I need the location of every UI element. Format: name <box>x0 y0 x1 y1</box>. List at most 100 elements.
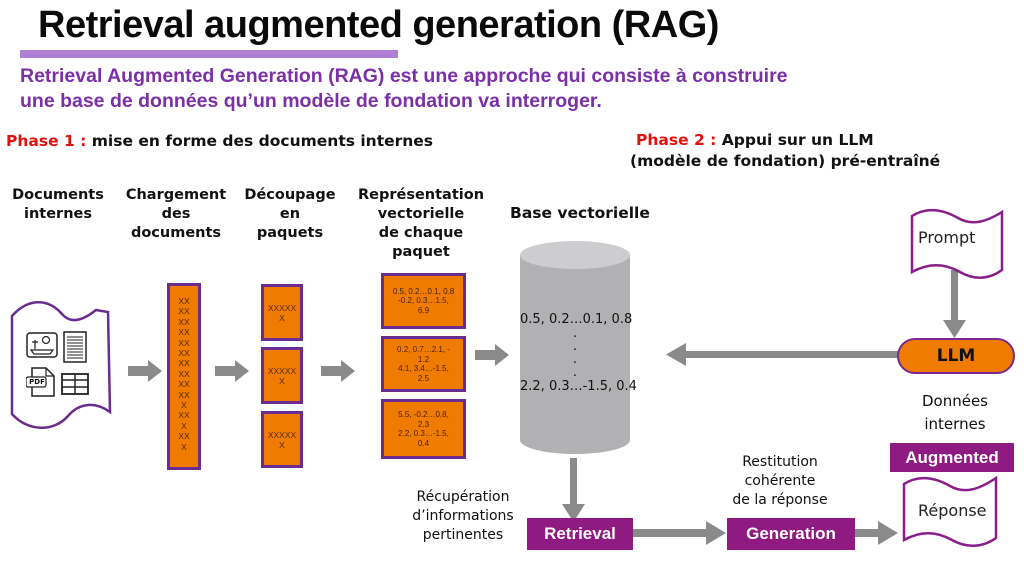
loaded-document-row: XX <box>178 389 190 400</box>
vector-db-row: 0.5, 0.2…0.1, 0.8 <box>520 312 633 327</box>
response-label: Réponse <box>918 501 987 520</box>
loaded-document-row: X <box>181 400 187 411</box>
loaded-document-row: XX <box>178 368 190 379</box>
vector-db-cylinder <box>520 241 630 454</box>
internal-data-label: Données internes <box>905 390 1005 436</box>
phase-2-text-line-2: (modèle de fondation) pré-entraîné <box>630 152 941 170</box>
arrow-chunking-to-vectors <box>321 360 355 382</box>
vector-line: -0.2, 0.3…1.5, <box>398 296 449 306</box>
vector-line: 2.3 <box>417 419 430 429</box>
llm-node[interactable]: LLM <box>897 338 1015 374</box>
prompt-flag <box>910 208 1004 279</box>
page-title: Retrieval augmented generation (RAG) <box>38 4 719 46</box>
chunk-text: X <box>279 375 285 386</box>
chunk-text: XXXXX <box>267 429 297 440</box>
subtitle-line-2: une base de données qu’un modèle de fond… <box>20 90 602 112</box>
loaded-document-row: XX <box>178 327 190 338</box>
pdf-label: PDF <box>29 378 45 386</box>
column-header-documents: Documents internes <box>8 186 108 224</box>
chunk-text: XXXXX <box>267 302 297 313</box>
vector-line: 0.2, 0.7…2.1, - <box>397 345 450 354</box>
phase-2-label: Phase 2 : <box>636 131 717 149</box>
vector-line: 1.2 <box>417 354 430 364</box>
loaded-document-row: XX <box>178 348 190 359</box>
title-underline <box>20 50 398 58</box>
column-header-chunking: Découpage en paquets <box>240 186 340 243</box>
subtitle-line-1: Retrieval Augmented Generation (RAG) est… <box>20 65 788 87</box>
loaded-document-row: XX <box>178 296 190 306</box>
phase-2-text-line-1: Appui sur un LLM <box>721 131 874 149</box>
vector-block: 0.2, 0.7…2.1, - 1.2 4.1, 3.4…-1.5, 2.5 <box>381 336 466 392</box>
loaded-document-row: XX <box>178 431 190 442</box>
retrieval-caption: Récupération d’informations pertinentes <box>404 488 522 545</box>
pdf-icon <box>26 367 55 397</box>
loaded-document-row: XX <box>178 316 190 327</box>
loaded-document-row: X <box>181 420 187 431</box>
column-header-line: documents <box>130 225 222 241</box>
arrow-loading-to-chunking <box>215 360 249 382</box>
arrow-documents-to-loading <box>128 360 162 382</box>
column-header-line: des <box>161 206 191 222</box>
column-header-line: en <box>279 206 301 222</box>
response-flag <box>902 475 998 547</box>
arrow-retrieval-to-generation <box>632 521 726 545</box>
phase-2-heading: Phase 2 : Appui sur un LLM (modèle de fo… <box>630 130 940 172</box>
vector-line: 2.2, 0.3…-1.5, <box>398 429 449 438</box>
llm-label: LLM <box>936 346 976 366</box>
phase-1-label: Phase 1 : <box>6 132 87 150</box>
document-icons: PDF <box>26 330 98 398</box>
arrow-llm-to-db <box>666 343 900 366</box>
column-header-line: Chargement <box>125 187 227 203</box>
column-header-line: vectorielle <box>377 206 465 222</box>
vector-line: 2.5 <box>417 373 430 383</box>
vector-db-ellipsis: . <box>572 326 578 341</box>
retrieval-caption-line: Récupération <box>416 489 510 505</box>
vector-block: 0.5, 0.2…0.1, 0.8 -0.2, 0.3…1.5, 6.9 <box>381 273 466 329</box>
generation-caption-line: cohérente <box>744 473 816 489</box>
internal-data-line: Données <box>921 392 988 410</box>
notepad-icon <box>63 331 87 363</box>
vector-line: 6.9 <box>417 305 430 315</box>
arrow-vectors-to-db <box>475 344 509 366</box>
loaded-document-row: X <box>181 441 187 452</box>
phase-1-heading: Phase 1 : mise en forme des documents in… <box>6 132 433 150</box>
vector-db-row: 2.2, 0.3…-1.5, 0.4 <box>520 379 637 394</box>
column-header-line: paquets <box>256 225 324 241</box>
generation-caption-line: Restitution <box>742 454 818 470</box>
prompt-label: Prompt <box>918 228 976 247</box>
retrieval-caption-line: pertinentes <box>422 527 504 543</box>
arrow-db-to-retrieval <box>562 458 585 522</box>
column-header-line: Découpage <box>244 187 336 203</box>
vector-db-title: Base vectorielle <box>510 204 650 222</box>
arrow-prompt-to-llm <box>943 270 966 338</box>
vector-line: 0.5, 0.2…0.1, 0.8 <box>392 286 455 296</box>
image-icon <box>26 332 58 358</box>
vector-line: 4.1, 3.4…-1.5, <box>398 364 449 373</box>
loaded-document-row: XX <box>178 379 190 390</box>
column-header-line: Représentation <box>357 187 485 203</box>
column-header-line: internes <box>24 206 92 222</box>
vector-db-content: 0.5, 0.2…0.1, 0.8 . . . . 2.2, 0.3…-1.5,… <box>520 312 637 394</box>
chunk-text: XXXXX <box>267 365 297 376</box>
column-header-vectorization: Représentation vectorielle de chaque paq… <box>350 186 492 262</box>
loaded-document-row: XX <box>178 306 190 317</box>
column-header-line: paquet <box>392 244 450 260</box>
loaded-document-row: XX <box>178 410 190 421</box>
retrieval-caption-line: d’informations <box>412 508 514 524</box>
vector-db-ellipsis: . <box>572 339 578 354</box>
generation-caption: Restitution cohérente de la réponse <box>720 453 840 510</box>
internal-data-line: internes <box>924 415 986 433</box>
subtitle: Retrieval Augmented Generation (RAG) est… <box>20 64 788 114</box>
column-header-loading: Chargement des documents <box>120 186 232 243</box>
column-header-line: de chaque <box>378 225 464 241</box>
loaded-document-row: XX <box>178 358 190 369</box>
chunk-text: X <box>279 439 285 450</box>
column-header-line: Documents <box>12 187 104 203</box>
arrow-generation-to-response <box>855 521 898 545</box>
generation-step[interactable]: Generation <box>727 518 855 550</box>
retrieval-step[interactable]: Retrieval <box>527 518 633 550</box>
